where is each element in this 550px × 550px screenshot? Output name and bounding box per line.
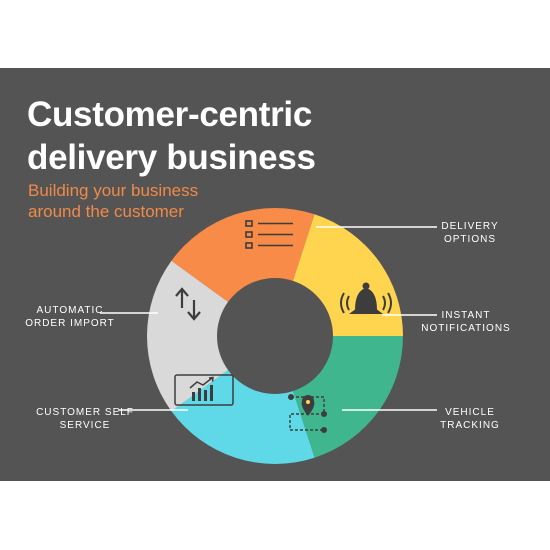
donut-segment-bell xyxy=(171,208,315,302)
up-down-arrows-icon xyxy=(175,287,201,321)
label-delivery-options: DELIVERY OPTIONS xyxy=(441,221,499,245)
donut-segment-route-pin xyxy=(292,214,403,336)
donut-segment-list xyxy=(147,260,229,412)
page-subtitle: Building your business around the custom… xyxy=(28,181,199,221)
bell-icon xyxy=(340,282,392,314)
donut-segment-up-down-arrows xyxy=(171,370,315,464)
label-customer-self-service: CUSTOMER SELF SERVICE xyxy=(36,407,134,431)
label-automatic-order-import: AUTOMATIC ORDER IMPORT xyxy=(25,305,115,329)
page-title: Customer-centric delivery business xyxy=(27,95,316,177)
label-vehicle-tracking: VEHICLE TRACKING xyxy=(440,407,500,431)
route-pin-icon xyxy=(288,394,327,433)
bar-chart-icon xyxy=(174,374,234,406)
list-icon xyxy=(245,220,293,249)
donut-segment-bar-chart xyxy=(292,336,403,458)
label-instant-notifications: INSTANT NOTIFICATIONS xyxy=(421,310,511,334)
